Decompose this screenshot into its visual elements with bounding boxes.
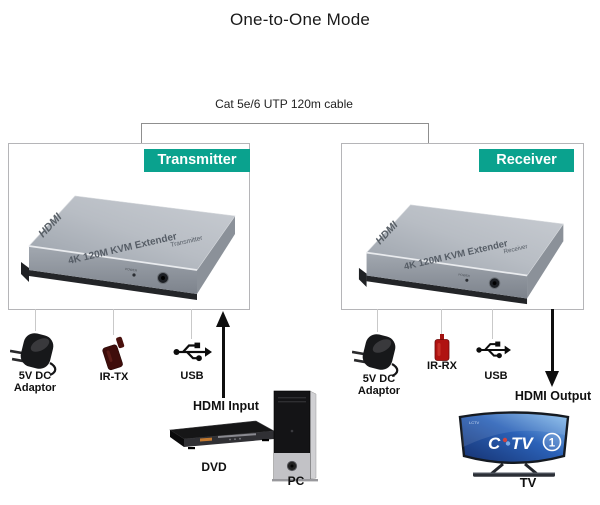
usb-icon bbox=[173, 342, 212, 362]
tv-logo-tv: TV bbox=[511, 434, 534, 453]
receiver-tag: Receiver bbox=[479, 149, 574, 172]
diagram-title: One-to-One Mode bbox=[229, 10, 370, 29]
ir-rx-label: IR-RX bbox=[427, 360, 457, 372]
adapter-label-line1: 5V DC bbox=[362, 373, 396, 385]
adapter-label-line2: Adaptor bbox=[357, 384, 401, 397]
connector-line bbox=[191, 309, 192, 339]
hdmi-output-label: HDMI Output bbox=[514, 389, 592, 403]
adapter-label: 5V DC Adaptor bbox=[6, 370, 64, 394]
power-led bbox=[465, 278, 469, 282]
tv-logo-channel: 1 bbox=[549, 438, 556, 450]
connector-line bbox=[113, 309, 114, 335]
tv-logo-circle bbox=[542, 432, 562, 452]
ir-tx-icon bbox=[102, 336, 125, 371]
hdmi-input-label: HDMI Input bbox=[193, 399, 259, 413]
power-adapter-icon bbox=[352, 334, 399, 377]
usb-icon bbox=[476, 341, 511, 359]
ir-jack-hole bbox=[161, 276, 165, 280]
device-edge-highlight bbox=[366, 251, 528, 277]
hdmi-output-arrow-line bbox=[551, 309, 554, 373]
device-edge-highlight bbox=[28, 245, 198, 271]
hdmi-output-arrow bbox=[545, 371, 559, 387]
connector-line bbox=[441, 309, 442, 335]
tv-logo-dot-blue bbox=[505, 441, 511, 446]
adapter-label-line2: Adaptor bbox=[13, 381, 57, 394]
ir-tx-label: IR-TX bbox=[99, 371, 129, 383]
device-base-strip bbox=[29, 270, 197, 300]
tv-label: TV bbox=[519, 475, 537, 490]
power-label-text: POWER bbox=[458, 273, 471, 279]
device-side-face bbox=[527, 223, 564, 299]
connector-line bbox=[377, 309, 378, 332]
cable-bracket-line bbox=[141, 123, 429, 144]
tv-logo-dot-red bbox=[502, 437, 508, 443]
tv-screen-gloss bbox=[461, 413, 567, 447]
ir-jack-hole bbox=[492, 281, 497, 286]
transmitter-frame: Transmitter HDMI 4K 120M KVM Extender Tr… bbox=[8, 143, 250, 310]
device-base-strip bbox=[366, 275, 528, 305]
tv-screen bbox=[458, 411, 570, 464]
device-base bbox=[21, 262, 29, 282]
hdmi-input-arrow-line bbox=[222, 325, 225, 398]
usb-label: USB bbox=[180, 370, 204, 382]
hdmi-input-arrow bbox=[216, 311, 230, 327]
device-base bbox=[358, 267, 367, 287]
cable-label: Cat 5e/6 UTP 120m cable bbox=[215, 97, 353, 111]
power-led bbox=[132, 273, 136, 277]
connector-line bbox=[35, 309, 36, 331]
tv-stand-highlight bbox=[473, 472, 555, 474]
adapter-label-line1: 5V DC bbox=[18, 370, 52, 382]
device-front-face bbox=[29, 246, 197, 294]
transmitter-tag: Transmitter bbox=[144, 149, 250, 172]
dvd-label: DVD bbox=[201, 460, 227, 474]
tv-logo-c: C bbox=[488, 434, 501, 453]
device-front-face bbox=[366, 252, 528, 299]
pc-tower-image bbox=[272, 390, 318, 482]
adapter-label: 5V DC Adaptor bbox=[350, 373, 408, 397]
receiver-frame: Receiver HDMI 4K 120M KVM Extender Recei… bbox=[341, 143, 584, 310]
tv-stand-leg bbox=[524, 462, 538, 476]
tv-image: LCTV C TV 1 bbox=[458, 411, 570, 477]
ir-rx-icon bbox=[434, 334, 450, 361]
tv-corner-text: LCTV bbox=[469, 420, 480, 425]
tv-stand-leg bbox=[490, 462, 504, 476]
power-adapter-icon bbox=[10, 333, 57, 376]
power-label-text: POWER bbox=[125, 267, 138, 273]
connector-line bbox=[492, 309, 493, 339]
transmitter-device-image: HDMI 4K 120M KVM Extender Transmitter PO… bbox=[21, 195, 236, 300]
usb-label: USB bbox=[484, 370, 508, 382]
pc-label: PC bbox=[287, 474, 305, 488]
dvd-player-image bbox=[169, 420, 275, 450]
receiver-device-image: HDMI 4K 120M KVM Extender Receiver POWER bbox=[358, 204, 564, 305]
device-side-face bbox=[197, 216, 235, 294]
